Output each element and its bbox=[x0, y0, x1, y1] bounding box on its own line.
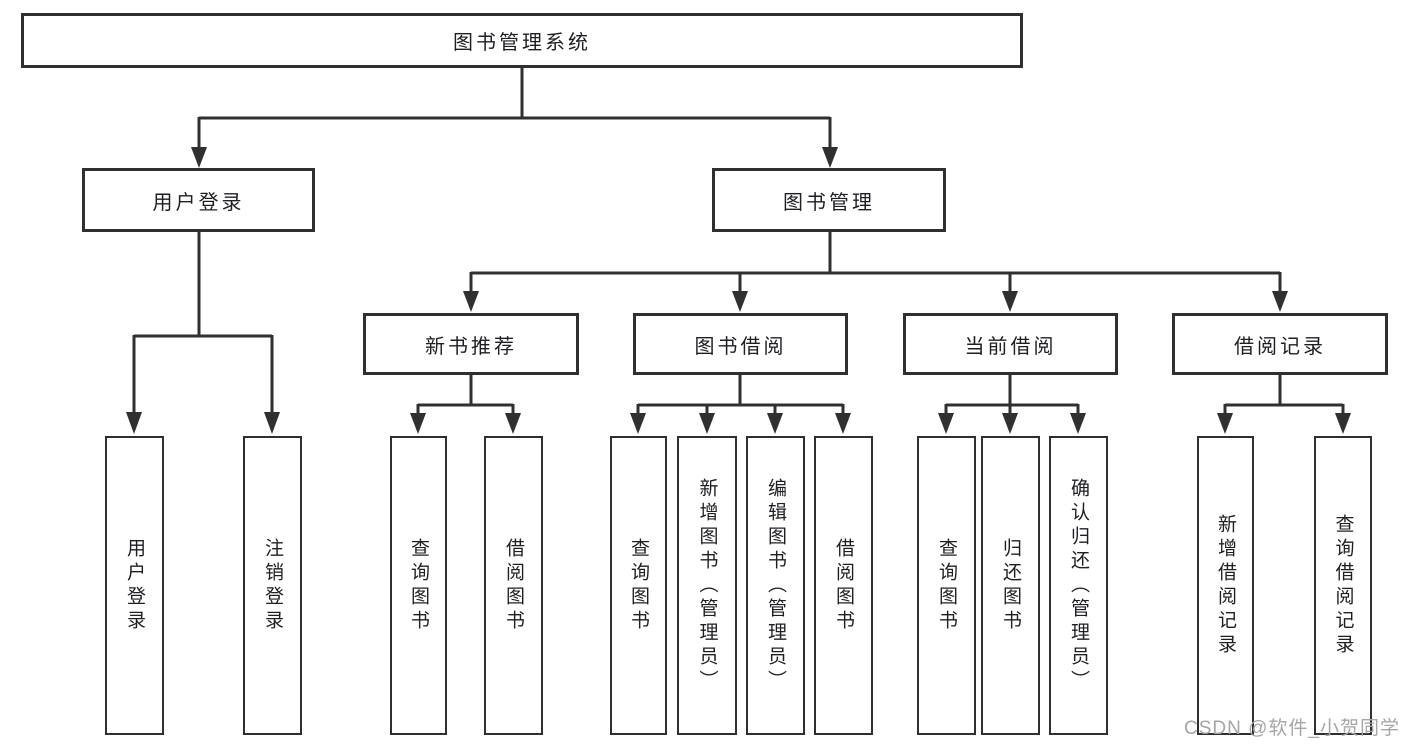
arrowhead bbox=[1002, 413, 1018, 434]
arrowhead bbox=[126, 412, 142, 434]
leaf-query-borrow-record: 查询借阅记录 bbox=[1314, 436, 1372, 735]
arrowhead bbox=[835, 413, 851, 434]
leaf-user-login: 用户登录 bbox=[105, 436, 164, 735]
arrowhead bbox=[1272, 291, 1288, 312]
arrowhead bbox=[264, 412, 280, 434]
leaf-recommend-query-book: 查询图书 bbox=[390, 436, 447, 735]
node-book-borrow: 图书借阅 bbox=[633, 313, 848, 375]
leaf-borrow-book: 借阅图书 bbox=[814, 436, 873, 735]
node-book-management: 图书管理 bbox=[712, 168, 946, 232]
arrowhead bbox=[191, 147, 207, 168]
arrowhead bbox=[463, 291, 479, 312]
arrowhead bbox=[410, 413, 426, 434]
leaf-return-book: 归还图书 bbox=[981, 436, 1040, 735]
node-user-login: 用户登录 bbox=[82, 168, 315, 232]
node-borrow-records: 借阅记录 bbox=[1172, 313, 1388, 375]
leaf-recommend-borrow-book: 借阅图书 bbox=[484, 436, 543, 735]
leaf-confirm-return-admin: 确认归还（管理员） bbox=[1049, 436, 1108, 735]
leaf-add-book-admin: 新增图书（管理员） bbox=[677, 436, 737, 735]
arrowhead bbox=[630, 413, 646, 434]
arrowhead bbox=[1217, 413, 1233, 434]
leaf-current-query-book: 查询图书 bbox=[917, 436, 976, 735]
arrowhead bbox=[505, 413, 521, 434]
arrowhead bbox=[1335, 413, 1351, 434]
arrowhead bbox=[699, 413, 715, 434]
leaf-edit-book-admin: 编辑图书（管理员） bbox=[746, 436, 805, 735]
arrowhead bbox=[938, 413, 954, 434]
leaf-logout: 注销登录 bbox=[243, 436, 302, 735]
node-system-root: 图书管理系统 bbox=[21, 13, 1023, 68]
arrowhead bbox=[732, 291, 748, 312]
leaf-add-borrow-record: 新增借阅记录 bbox=[1197, 436, 1254, 735]
arrowhead bbox=[1002, 291, 1018, 312]
arrowhead bbox=[767, 413, 783, 434]
arrowhead bbox=[822, 147, 838, 168]
csdn-watermark: CSDN @软件_小贺同学 bbox=[1184, 718, 1400, 739]
node-current-borrow: 当前借阅 bbox=[903, 313, 1118, 375]
node-new-book-recommend: 新书推荐 bbox=[363, 313, 579, 375]
leaf-borrow-query-book: 查询图书 bbox=[610, 436, 667, 735]
arrowhead bbox=[1070, 413, 1086, 434]
